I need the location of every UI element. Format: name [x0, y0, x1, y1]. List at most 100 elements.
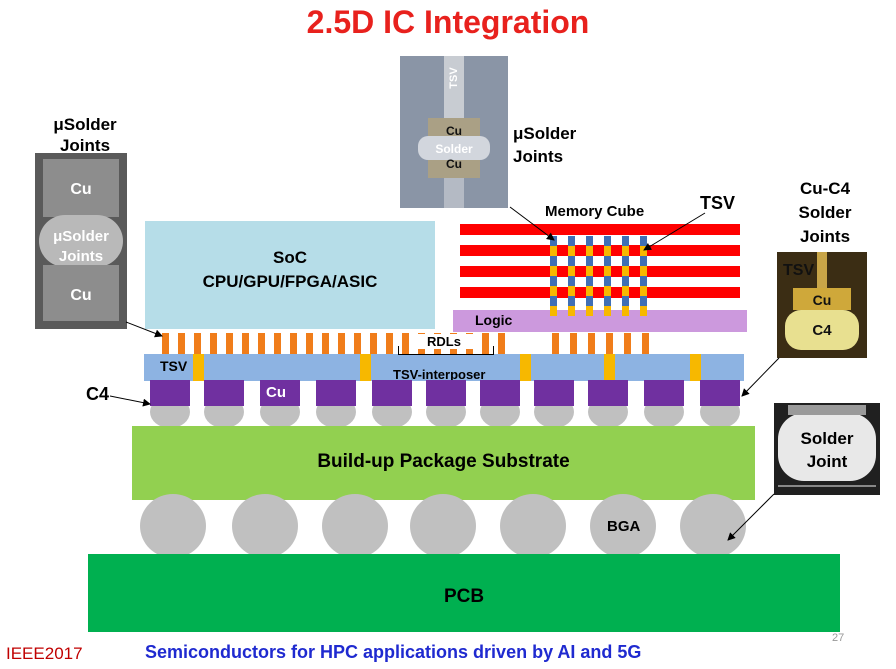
memory-tsv-segment — [586, 296, 593, 306]
tsv-label-right: TSV — [700, 193, 736, 213]
arrow-memory-cube — [509, 206, 555, 241]
interposer-tsv — [690, 354, 701, 381]
micro-bump — [178, 333, 185, 354]
memory-tsv-segment — [586, 256, 593, 266]
cu-pad — [260, 380, 300, 406]
memory-tsv-segment — [568, 246, 575, 256]
micro-bump — [642, 333, 649, 354]
micro-bump — [402, 333, 409, 354]
usolder-micrograph-left: Cu μSolder Joints Cu — [35, 153, 127, 329]
page-number: 27 — [832, 632, 845, 644]
usolder-joints-left-label: μSolder Joints — [53, 115, 117, 155]
memory-tsv-segment — [568, 266, 575, 276]
photo-solder-joint-label: Solder Joint — [800, 429, 854, 471]
memory-tsv-segment — [568, 306, 575, 316]
memory-cube-label: Memory Cube — [545, 203, 645, 220]
memory-tsv-segment — [604, 296, 611, 306]
cu-pad — [534, 380, 574, 406]
memory-tsv-segment — [622, 246, 629, 256]
memory-die-4 — [460, 287, 740, 298]
interposer-tsv — [520, 354, 531, 381]
micro-bump — [210, 333, 217, 354]
tsv-interposer-label: TSV-interposer — [393, 367, 486, 382]
photo-left-cu-top: Cu — [70, 181, 92, 198]
memory-tsv-segment — [568, 276, 575, 286]
memory-die-3 — [460, 266, 740, 277]
memory-tsv-segment — [622, 236, 629, 246]
soc-label: SoC CPU/GPU/FPGA/ASIC — [202, 248, 378, 291]
bga-ball — [232, 494, 298, 558]
logic-label: Logic — [475, 312, 513, 328]
page-title: 2.5D IC Integration — [306, 4, 590, 40]
pcb-label: PCB — [443, 586, 485, 607]
memory-tsv-segment — [568, 256, 575, 266]
usolder-joints-top-label: μSolder Joints — [513, 124, 577, 166]
rdls-label: RDLs — [412, 334, 476, 349]
arrow-c4 — [109, 395, 151, 407]
micro-bump — [194, 333, 201, 354]
arrow-tsv-right — [643, 212, 706, 251]
memory-tsv-segment — [604, 266, 611, 276]
bga-label: BGA — [607, 518, 641, 535]
memory-tsv-segment — [604, 246, 611, 256]
cu-pad — [700, 380, 740, 406]
soc-die — [145, 221, 435, 329]
memory-tsv-segment — [640, 306, 647, 316]
memory-tsv-segment — [622, 276, 629, 286]
cu-pad — [588, 380, 628, 406]
memory-tsv-segment — [640, 276, 647, 286]
micro-bump — [588, 333, 595, 354]
memory-tsv-segment — [550, 236, 557, 246]
memory-tsv-segment — [550, 286, 557, 296]
tsv-interposer — [144, 354, 744, 381]
cu-pad — [372, 380, 412, 406]
memory-tsv-segment — [640, 266, 647, 276]
memory-tsv-segment — [640, 246, 647, 256]
cu-c4-micrograph: TSV Cu C4 — [777, 252, 867, 358]
memory-die-1 — [460, 224, 740, 235]
micro-bump — [370, 333, 377, 354]
micro-bump — [274, 333, 281, 354]
memory-tsv-segment — [640, 296, 647, 306]
tsv-micrograph-top: TSV Cu Solder Cu — [400, 56, 508, 208]
micro-bump — [624, 333, 631, 354]
photo-right-c4: C4 — [812, 322, 832, 339]
micro-bump — [552, 333, 559, 354]
micro-bump — [306, 333, 313, 354]
memory-tsv-segment — [586, 236, 593, 246]
micro-bump — [242, 333, 249, 354]
memory-tsv-segment — [586, 286, 593, 296]
memory-tsv-segment — [550, 266, 557, 276]
memory-tsv-segment — [604, 256, 611, 266]
photo-left-usolder: μSolder Joints — [53, 228, 109, 265]
bga-ball — [680, 494, 746, 558]
memory-tsv-segment — [586, 306, 593, 316]
cu-pad — [316, 380, 356, 406]
memory-tsv-segment — [604, 286, 611, 296]
memory-tsv-segment — [622, 296, 629, 306]
memory-tsv-segment — [640, 286, 647, 296]
micro-bump — [482, 333, 489, 354]
micro-bump — [162, 333, 169, 354]
pcb — [88, 554, 840, 632]
conference-label: IEEE2017 — [6, 644, 83, 663]
arrow-solder-joint — [727, 493, 775, 541]
memory-tsv-segment — [550, 246, 557, 256]
memory-tsv-segment — [568, 286, 575, 296]
memory-tsv-segment — [640, 236, 647, 246]
cu-c4-solder-joints-label: Cu-C4 Solder Joints — [798, 179, 852, 246]
memory-tsv-segment — [604, 306, 611, 316]
photo-right-tsv: TSV — [783, 262, 815, 279]
micro-bump — [322, 333, 329, 354]
bga-ball — [140, 494, 206, 558]
photo-top-solder: Solder — [435, 142, 473, 156]
footer-caption: Semiconductors for HPC applications driv… — [145, 642, 642, 662]
solder-joint-micrograph: Solder Joint — [774, 403, 880, 495]
photo-top-cu2: Cu — [446, 157, 462, 171]
memory-tsv-segment — [604, 276, 611, 286]
interposer-tsv — [193, 354, 204, 381]
photo-right-cu: Cu — [812, 292, 832, 308]
interposer-tsv-label: TSV — [160, 358, 188, 374]
cu-pad — [644, 380, 684, 406]
